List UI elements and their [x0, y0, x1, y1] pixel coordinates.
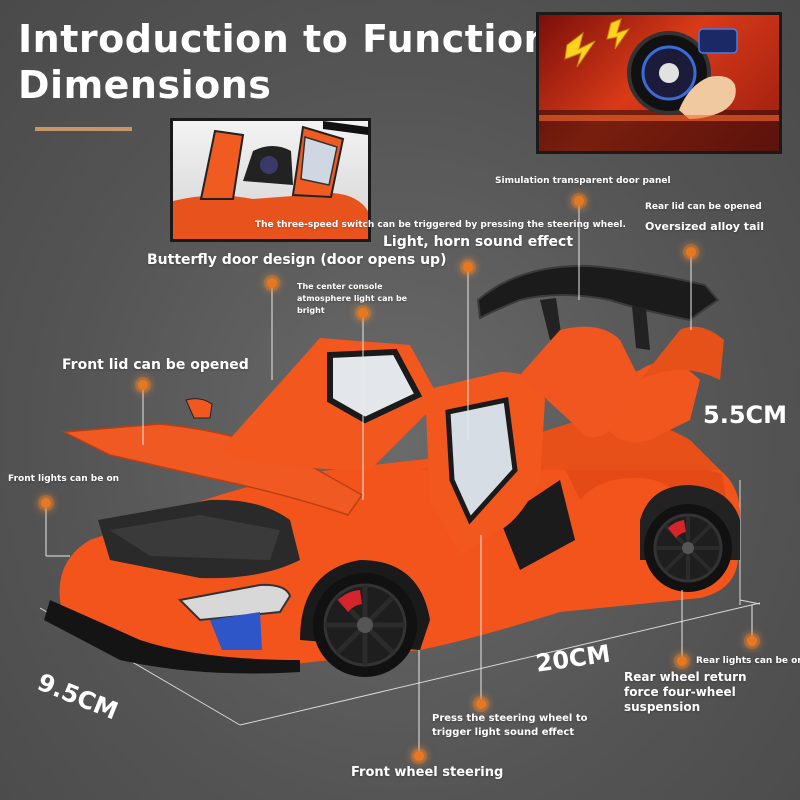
label-rear-wheel-line-2: force four-wheel — [624, 685, 736, 699]
label-three-speed-switch: The three-speed switch can be triggered … — [255, 220, 626, 230]
label-front-wheel-steering: Front wheel steering — [351, 765, 504, 780]
callout-dot-light-horn — [463, 262, 473, 272]
rear-wheel — [644, 504, 732, 592]
label-center-console-line-2: atmosphere light can be — [297, 294, 408, 303]
callout-dot-rear-wheel — [677, 656, 687, 666]
steering-wheel-illustration — [539, 18, 779, 151]
title-line-1: Introduction to Functional — [18, 17, 591, 61]
callout-dot-rear-lights — [747, 636, 757, 646]
label-butterfly-door: Butterfly door design (door opens up) — [147, 252, 447, 268]
label-rear-wheel: Rear wheel return force four-wheel suspe… — [624, 670, 747, 715]
steering-wheel-inset-photo — [536, 12, 782, 154]
front-hood-open — [61, 423, 364, 516]
label-rear-wheel-line-3: suspension — [624, 700, 701, 714]
label-rear-lid: Rear lid can be opened — [645, 202, 762, 212]
label-press-steering-line-1: Press the steering wheel to — [432, 713, 588, 724]
callout-dot-press-steering — [476, 699, 486, 709]
label-center-console-line-1: The center console — [297, 282, 383, 291]
label-front-lights: Front lights can be on — [8, 474, 120, 484]
callout-dot-simulation-door — [574, 196, 584, 206]
label-center-console: The center console atmosphere light can … — [297, 281, 407, 317]
callout-dot-rear-lid — [686, 247, 696, 257]
title-underline — [35, 127, 132, 131]
callout-leader-lines — [45, 201, 753, 756]
front-wheel — [313, 573, 417, 677]
callout-dot-front-lights — [41, 498, 51, 508]
callout-dot-butterfly-door — [267, 278, 277, 288]
label-press-steering: Press the steering wheel to trigger ligh… — [432, 712, 588, 740]
callout-dot-center-console — [358, 308, 368, 318]
label-rear-lights: Rear lights can be on — [696, 656, 800, 666]
label-press-steering-line-2: trigger light sound effect — [432, 727, 575, 738]
butterfly-door-inset-photo — [170, 118, 371, 242]
dimension-height: 5.5CM — [703, 401, 788, 429]
title-line-2: Dimensions — [18, 63, 272, 107]
butterfly-doors — [220, 326, 640, 555]
callout-dot-front-lid — [138, 380, 148, 390]
page-title: Introduction to Functional Dimensions — [18, 16, 591, 108]
callout-dot-front-wheel — [414, 751, 424, 761]
label-rear-wheel-line-1: Rear wheel return — [624, 670, 747, 684]
label-center-console-line-3: bright — [297, 306, 325, 315]
butterfly-door-illustration — [173, 121, 368, 239]
label-light-horn: Light, horn sound effect — [383, 234, 574, 250]
label-oversized-tail: Oversized alloy tail — [645, 220, 765, 233]
side-mirror — [185, 398, 213, 419]
label-front-lid: Front lid can be opened — [62, 357, 249, 373]
label-simulation-door-panel: Simulation transparent door panel — [495, 176, 671, 186]
